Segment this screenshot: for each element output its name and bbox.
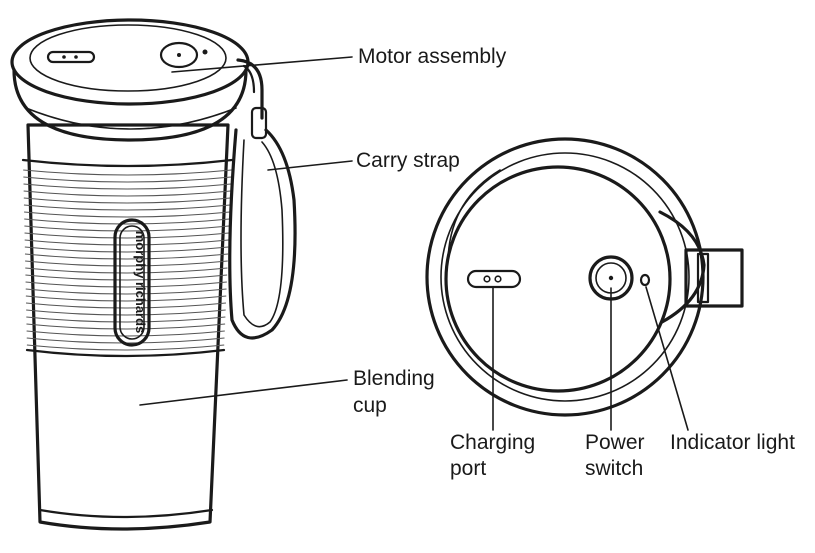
grip-rib (25, 302, 227, 309)
label-motor-assembly: Motor assembly (358, 45, 507, 68)
grip-rib (24, 253, 229, 260)
grip-rib (25, 267, 228, 274)
grip-rib (24, 225, 230, 232)
motor-assembly (10, 18, 250, 142)
grip-rib (25, 274, 228, 281)
label-blending-cup-line2: cup (353, 394, 387, 417)
grip-rib (23, 169, 232, 176)
grip-rib (25, 281, 227, 288)
label-charging-port-line2: port (450, 457, 487, 480)
grip-rib (24, 218, 230, 225)
leader-carry-strap (267, 160, 353, 171)
grip-rib (25, 260, 228, 267)
leader-motor-assembly (171, 56, 353, 73)
grip-rib (26, 316, 226, 323)
label-power-switch-line2: switch (585, 457, 644, 480)
lid-top-view (425, 137, 744, 417)
label-carry-strap: Carry strap (356, 149, 460, 172)
label-charging-port-line1: Charging (450, 431, 536, 454)
brand-badge: morphy richards (113, 218, 151, 347)
grip-rib (25, 288, 227, 295)
grip-ribs (23, 169, 232, 351)
label-power-switch-line1: Power (585, 431, 645, 454)
charging-port (466, 269, 522, 289)
grip-rib (23, 176, 232, 183)
label-blending-cup-line1: Blending (353, 367, 435, 390)
grip-rib (23, 183, 232, 190)
carry-strap (228, 58, 297, 340)
grip-rib (24, 211, 230, 218)
grip-rib (23, 204, 231, 211)
grip-rib (23, 197, 231, 204)
leader-indicator-light (645, 286, 689, 431)
grip-rib (24, 239, 229, 246)
brand-logo-text: morphy richards (133, 231, 148, 334)
indicator-light (639, 273, 651, 287)
grip-rib (25, 295, 227, 302)
blender-side-view: morphy richards (10, 18, 297, 531)
label-indicator-light: Indicator light (670, 431, 795, 454)
grip-rib (24, 246, 229, 253)
grip-rib (26, 330, 225, 337)
leader-lines (139, 56, 689, 431)
grip-rib (24, 232, 229, 239)
leader-blending-cup (139, 379, 348, 406)
grip-rib (26, 344, 225, 351)
grip-rib (23, 190, 231, 197)
grip-rib (26, 309, 226, 316)
blending-cup-body (26, 123, 230, 531)
grip-rib (26, 323, 226, 330)
